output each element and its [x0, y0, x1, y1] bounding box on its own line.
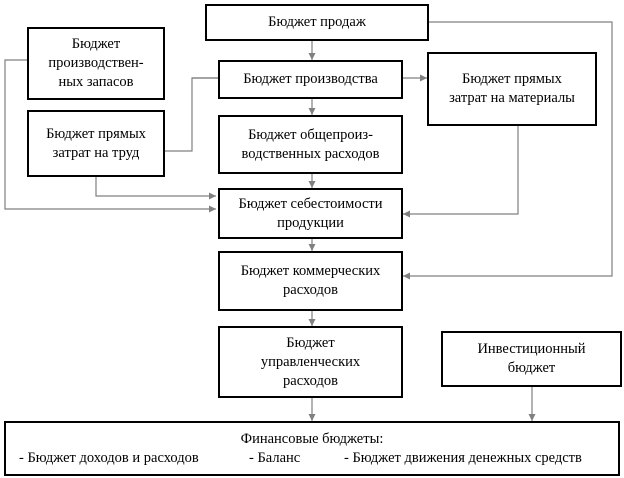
node-overhead-budget: Бюджет общепроиз- водственных расходов [218, 115, 403, 174]
node-labor-budget: Бюджет прямых затрат на труд [27, 110, 165, 177]
node-financial-budgets: Финансовые бюджеты: - Бюджет доходов и р… [4, 421, 620, 476]
edge-materials-cost [403, 126, 519, 218]
financial-item-cash-flow: - Бюджет движения денежных средств [344, 450, 582, 466]
node-production-budget: Бюджет производства [218, 60, 403, 99]
node-cost-budget: Бюджет себестоимости продукции [218, 188, 403, 239]
node-sales-budget: Бюджет продаж [205, 4, 429, 41]
node-inventory-budget: Бюджет производствен- ных запасов [27, 27, 165, 100]
node-commercial-budget: Бюджет коммерческих расходов [218, 251, 403, 311]
edge-inventory-cost [4, 59, 216, 213]
edge-sales-commercial [403, 21, 613, 280]
node-investment-budget: Инвестиционный бюджет [441, 331, 622, 387]
financial-item-income-expense: - Бюджет доходов и расходов [19, 450, 199, 466]
edge-labor-cost [95, 177, 216, 200]
node-materials-budget: Бюджет прямых затрат на материалы [427, 52, 597, 126]
edge-production-labor [165, 77, 218, 152]
node-admin-budget: Бюджет управленческих расходов [218, 326, 403, 398]
financial-item-balance: - Баланс [249, 450, 301, 466]
financial-budgets-title: Финансовые бюджеты: [240, 431, 384, 447]
